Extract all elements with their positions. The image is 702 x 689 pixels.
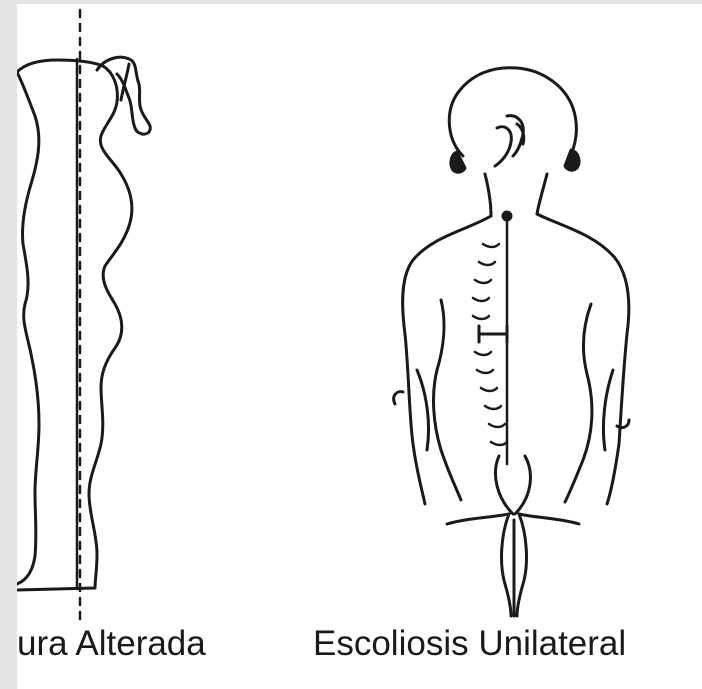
illustration-panel: ura Alterada Escoliosis Unilateral xyxy=(17,4,702,689)
caption-unilateral-scoliosis: Escoliosis Unilateral xyxy=(313,626,626,661)
left-waist xyxy=(434,300,461,500)
front-body-contour xyxy=(17,72,39,584)
side-view-figure xyxy=(17,10,150,622)
gluteal-left xyxy=(495,456,513,514)
neck-right xyxy=(537,174,547,214)
right-arm-inner xyxy=(603,370,613,450)
posture-illustrations xyxy=(17,4,702,689)
gluteal-right xyxy=(515,456,530,514)
gluteal-fold-right xyxy=(519,514,579,524)
vertebrae-marks xyxy=(473,244,507,445)
left-arm-inner xyxy=(417,370,429,450)
leg-inner-left xyxy=(502,514,511,616)
right-waist xyxy=(565,304,592,502)
leg-inner-right xyxy=(517,514,526,616)
back-view-figure xyxy=(394,68,629,616)
right-ear xyxy=(565,150,579,170)
caption-altered-posture: ura Alterada xyxy=(17,626,206,661)
left-elbow-mark xyxy=(394,392,403,404)
left-shoulder-arm xyxy=(403,216,491,504)
gluteal-fold-left xyxy=(447,514,509,524)
neck-left xyxy=(485,174,491,216)
hair-strand-1 xyxy=(495,127,511,166)
